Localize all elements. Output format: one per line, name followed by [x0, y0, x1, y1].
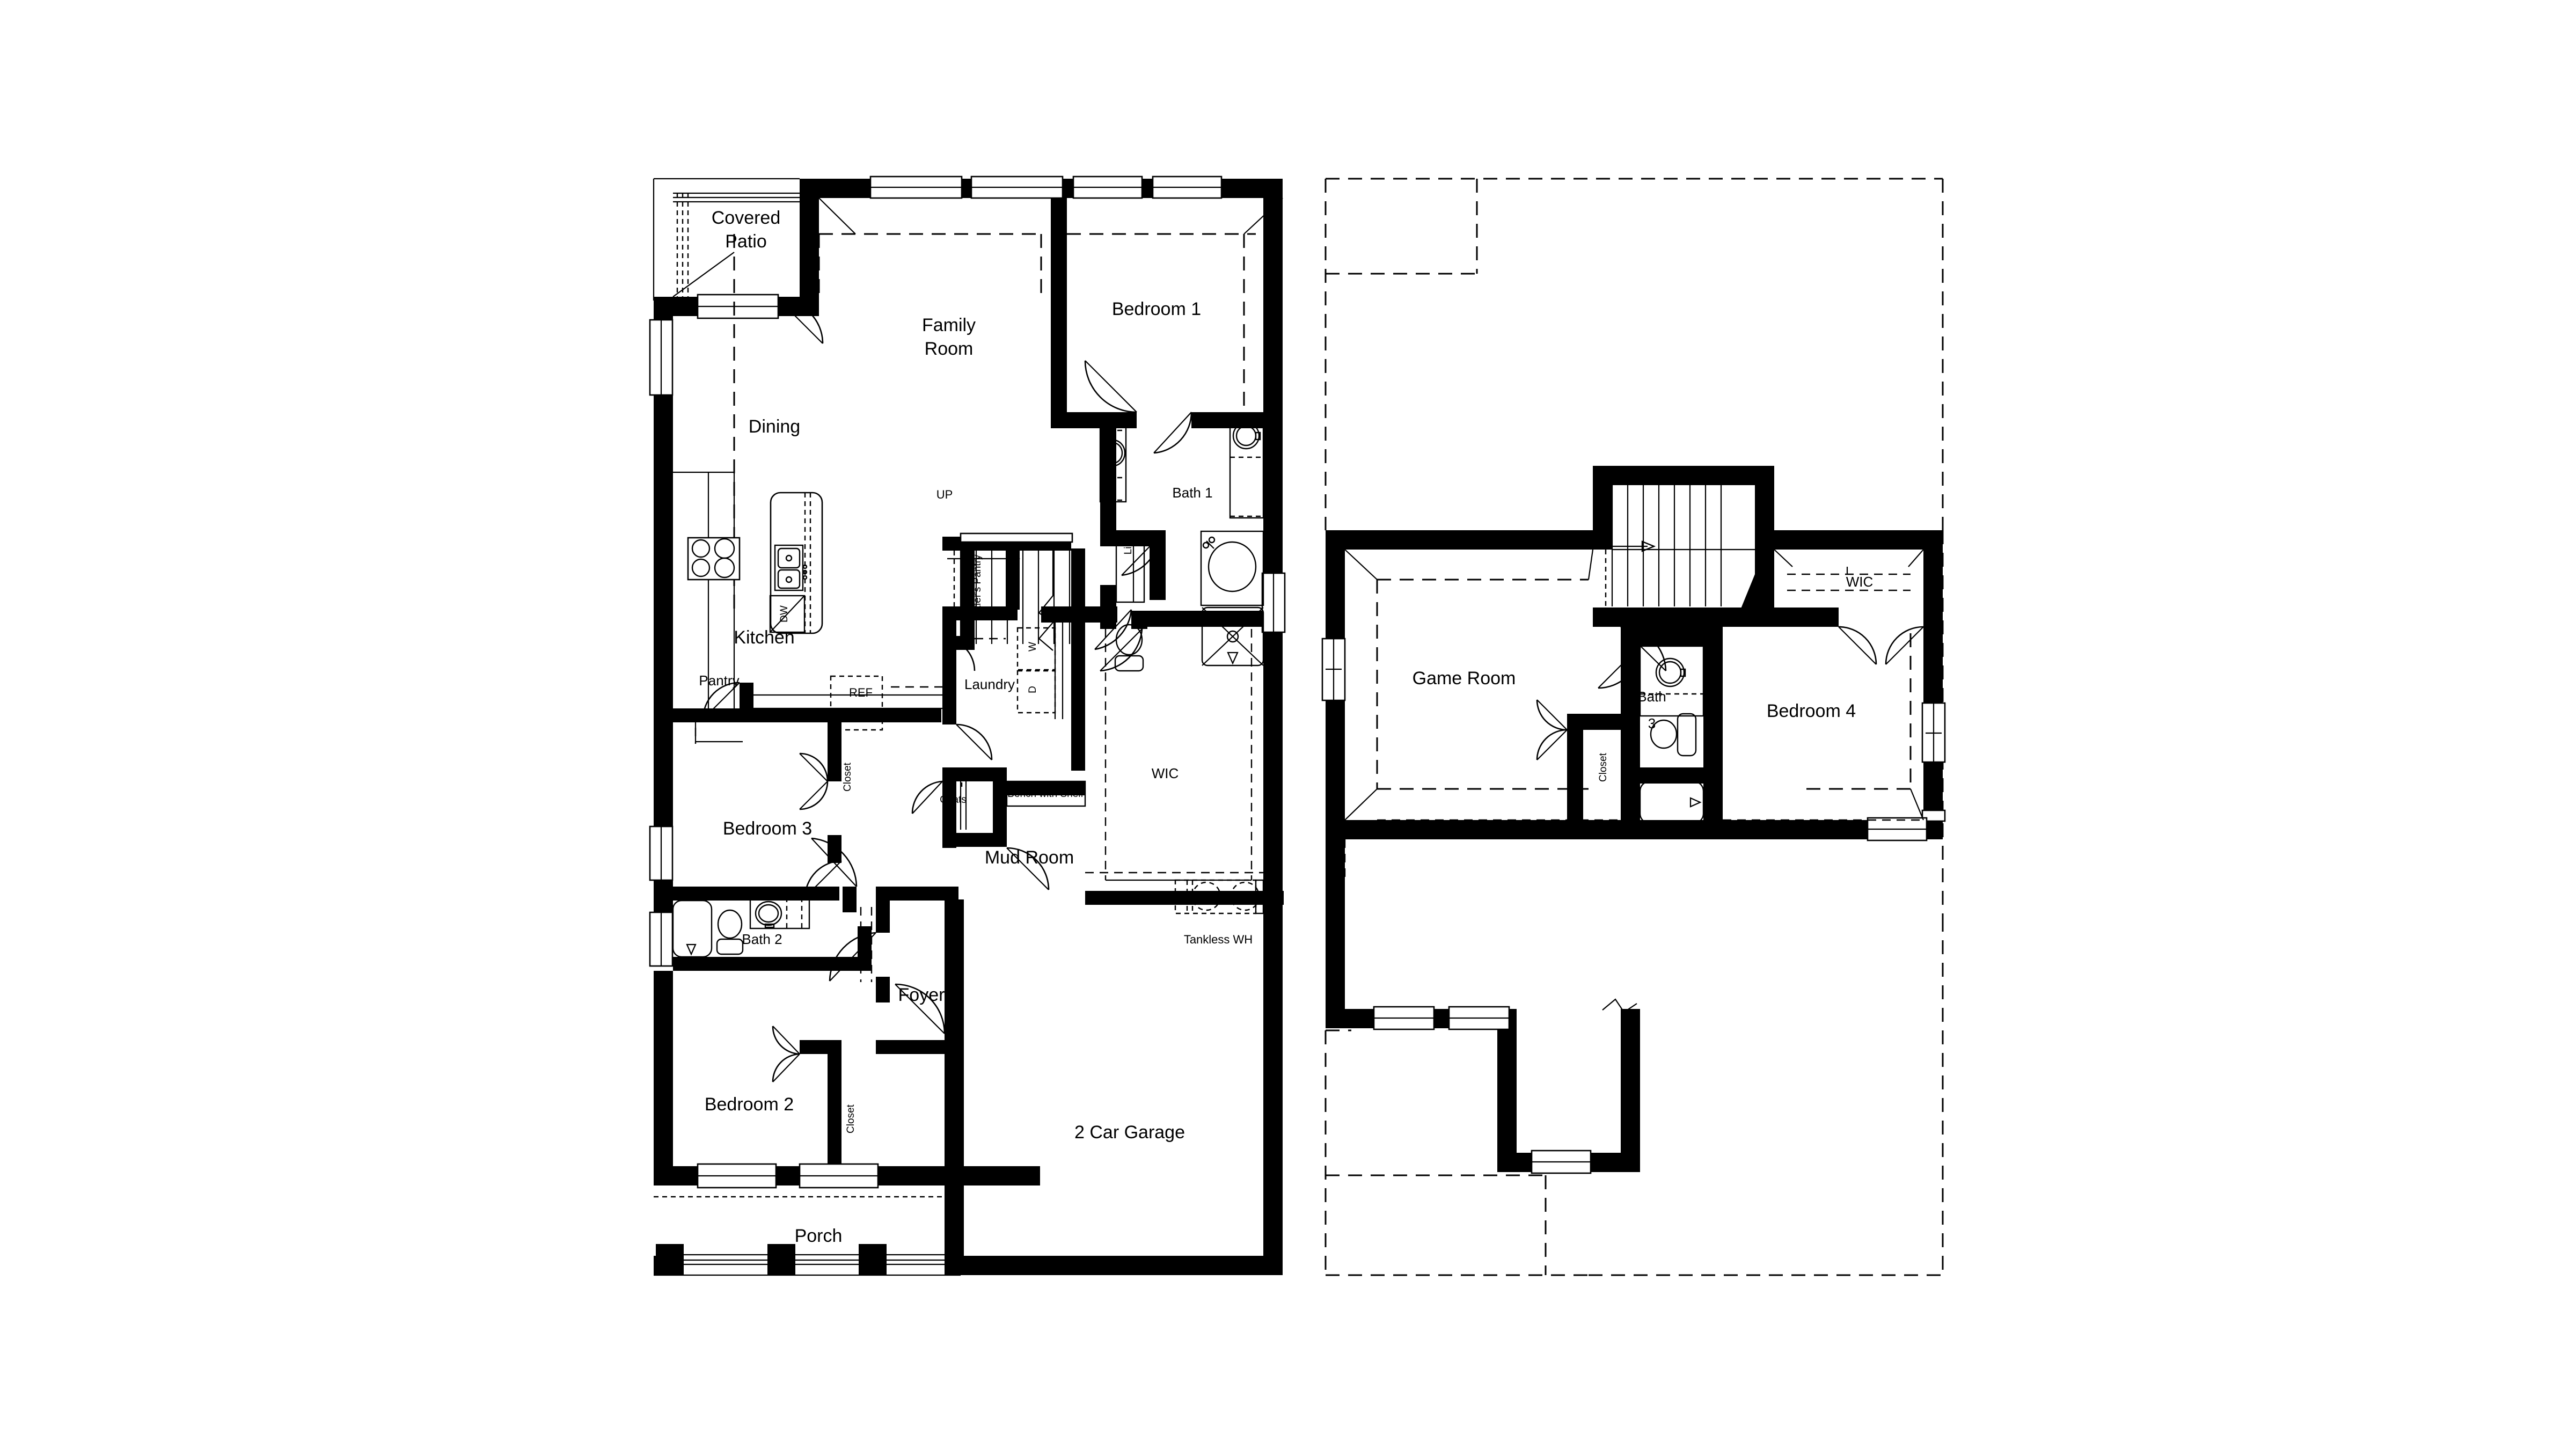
patio-beam — [673, 192, 800, 203]
label-dishwasher: DW — [779, 605, 790, 623]
kitchen-fixtures — [673, 471, 942, 743]
soaking-tub — [1200, 530, 1264, 606]
break-line-floor2 — [1602, 998, 1637, 1013]
bath-2-fixtures — [672, 896, 810, 958]
label-bedroom-4: Bedroom 4 — [1767, 701, 1856, 721]
porch-rail-c — [887, 1254, 945, 1265]
label-coats: Coats — [940, 794, 967, 806]
label-pantry: Pantry — [699, 672, 739, 689]
label-family-room-line2: Room — [925, 339, 974, 359]
refrigerator — [830, 675, 883, 731]
label-game-room: Game Room — [1413, 668, 1516, 689]
vanity-right — [1229, 412, 1264, 519]
patio-post-left — [676, 193, 689, 301]
porch-rail-a — [684, 1254, 767, 1265]
label-butlers-pantry: Butler's Pantry — [972, 554, 983, 620]
label-foyer: Foyer — [898, 985, 945, 1005]
porch-rail-b — [795, 1254, 859, 1265]
room-labels-floor-2: Game Room Bedroom 4 Bath 3 WIC — [1413, 574, 1874, 731]
label-bath-1: Bath 1 — [1172, 485, 1212, 501]
vanity-bath2 — [749, 896, 810, 930]
vanity-bath3 — [1639, 645, 1704, 717]
label-bench-with-shelf: Bench with Shelf — [1007, 788, 1084, 800]
label-bedroom-1: Bedroom 1 — [1112, 299, 1201, 319]
label-covered-patio-line2: Patio — [725, 231, 767, 252]
stairs-up-floor-1 — [947, 532, 1073, 651]
annotations-floor-2: Down Closet — [1565, 540, 1609, 782]
label-dining: Dining — [749, 416, 800, 437]
cooktop — [687, 537, 741, 581]
stair-direction-arrow — [1006, 553, 1021, 565]
label-family-room-line1: Family — [922, 315, 976, 335]
label-kitchen: Kitchen — [734, 627, 794, 648]
label-mud-room: Mud Room — [985, 847, 1074, 868]
label-bedroom-2: Bedroom 2 — [705, 1094, 794, 1115]
washer-unit — [1016, 627, 1056, 671]
bathtub-bath2 — [672, 899, 713, 958]
shower — [1201, 606, 1264, 667]
label-dryer: D — [1027, 686, 1038, 693]
doors-floor-1 — [702, 299, 1192, 1082]
toilet-bath2 — [717, 909, 743, 939]
label-washer: W — [1027, 642, 1038, 652]
label-laundry: Laundry — [964, 676, 1015, 692]
floor-1-plan: Covered Patio Family Room Bedroom 1 Dini… — [649, 175, 1286, 1276]
room-labels-floor-1: Covered Patio Family Room Bedroom 1 Dini… — [705, 208, 1213, 1246]
doors-floor-2 — [1536, 626, 1924, 760]
tankless-water-heater — [961, 774, 1264, 914]
label-linen: Linen — [1123, 530, 1134, 555]
windows-floor-1 — [649, 175, 1286, 1189]
label-closet-bedroom-4: Closet — [1598, 752, 1609, 782]
stair-down-arrow — [1641, 540, 1656, 552]
laundry-fixtures — [1016, 613, 1064, 719]
mudroom-bench — [960, 775, 1086, 830]
dishwasher-unit — [769, 595, 806, 633]
floor-2-footprint-outline — [1324, 178, 1944, 1276]
ceiling-dashed-lines-floor-2 — [1344, 549, 1924, 880]
label-ref: REF — [849, 686, 873, 699]
vanity-left — [1099, 412, 1127, 503]
label-covered-patio-line1: Covered — [712, 208, 781, 228]
label-bedroom-3: Bedroom 3 — [723, 818, 812, 839]
annotations-floor-1: Pantry Butler's Pantry Linen REF DW W D … — [699, 488, 1253, 1133]
label-tankless-wh: Tankless WH — [1184, 933, 1253, 946]
label-bath-3-line1: Bath — [1637, 689, 1666, 705]
bath-3-fixtures — [1639, 645, 1704, 824]
bench-with-shelf-unit — [1006, 780, 1086, 807]
label-bath-3-line2: 3 — [1648, 715, 1656, 731]
kitchen-island — [770, 492, 823, 634]
label-closet-bedroom-2: Closet — [845, 1104, 857, 1133]
label-stairs-down: Down — [1565, 540, 1591, 552]
bath-1-fixtures — [1099, 412, 1264, 672]
dryer-unit — [1016, 670, 1056, 714]
label-closet-bedroom-3: Closet — [842, 762, 853, 792]
linen-closet — [1115, 536, 1145, 603]
label-two-car-garage: 2 Car Garage — [1074, 1122, 1185, 1143]
windows-floor-2 — [1321, 638, 1946, 1174]
porch-columns — [656, 1244, 887, 1275]
label-porch: Porch — [795, 1226, 843, 1246]
kitchen-sink — [774, 544, 804, 591]
label-wic-2: WIC — [1846, 574, 1874, 590]
bathtub-bath3 — [1639, 780, 1704, 824]
toilet-bath3 — [1650, 719, 1678, 749]
label-bath-2: Bath 2 — [742, 931, 782, 947]
stairs-down-floor-2 — [1580, 468, 1755, 606]
label-stairs-up: UP — [936, 488, 953, 501]
floor-2-plan: Game Room Bedroom 4 Bath 3 WIC Down Clos… — [1321, 178, 1946, 1276]
label-wic-1: WIC — [1152, 765, 1179, 781]
